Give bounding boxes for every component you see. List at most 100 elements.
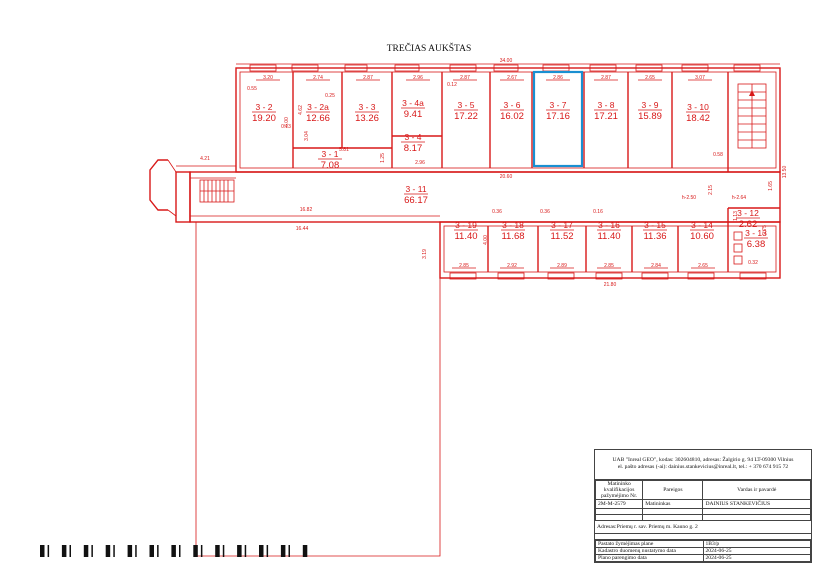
meta-label: Kadastro duomenų nustatymo data — [595, 547, 704, 555]
dimension-misc-9: 3.04 — [304, 131, 310, 141]
header-position: Pareigos — [642, 480, 704, 500]
dimension-top-4: 2.96 — [413, 75, 423, 81]
room-area-3-4a: 9.41 — [404, 109, 423, 120]
misc-dimensions: 4.210.550.250.124.626.005.812.963.040.13… — [200, 82, 788, 266]
header-name: Vardas ir pavardė — [702, 480, 811, 500]
dimension-misc-15: 0.16 — [593, 209, 603, 215]
meta-label: Plano parengimo data — [595, 554, 704, 562]
barcode-bar — [135, 545, 137, 557]
room-area-3-15: 11.36 — [643, 231, 666, 242]
dimension-top-2: 2.74 — [313, 75, 323, 81]
barcode-bar — [280, 545, 286, 557]
dimension-misc-17: 4.00 — [483, 235, 489, 245]
bottom-windows — [449, 272, 767, 280]
dimension-left-corridor-bottom: 16.44 — [296, 226, 309, 232]
dimension-bottom-1: 2.85 — [459, 263, 469, 269]
room-id-3-1: 3 - 1 — [321, 149, 338, 159]
room-area-3-5: 17.22 — [454, 111, 478, 122]
meta-value: 2024-06-25 — [702, 547, 811, 555]
dimension-misc-5: 4.62 — [298, 105, 304, 115]
dimension-top-6: 2.67 — [507, 75, 517, 81]
dimension-misc-19: 13.50 — [782, 166, 788, 179]
company-line: UAB "Inreal GEO", kodas: 302604810, adre… — [612, 457, 794, 463]
dimension-corridor: 20.60 — [500, 174, 513, 180]
barcode-bar — [179, 545, 181, 557]
dimension-bottom-6: 2.65 — [698, 263, 708, 269]
dimension-top-10: 3.07 — [695, 75, 705, 81]
toilet-fixtures — [733, 231, 743, 265]
staircase-upper-right — [737, 83, 767, 149]
name-value: DAINIUS STANKEVIČIUS — [702, 499, 811, 509]
barcode-bar — [149, 545, 154, 557]
barcode-bar — [47, 545, 50, 557]
barcode-bar — [200, 545, 203, 557]
room-id-3-17: 3 - 17 — [551, 220, 573, 230]
top-windows — [249, 64, 761, 72]
room-area-3-14: 10.60 — [690, 231, 714, 242]
room-id-3-13: 3 - 13 — [745, 228, 767, 238]
room-area-3-3: 13.26 — [355, 113, 379, 124]
room-area-3-2: 19.20 — [252, 113, 276, 124]
dimension-misc-11: 1.25 — [380, 153, 386, 163]
dimension-misc-3: 0.25 — [325, 93, 335, 99]
room-area-3-7: 17.16 — [546, 111, 570, 122]
dimension-bottom-5: 2.84 — [651, 263, 661, 269]
barcode-bar — [193, 545, 198, 557]
meta-value: 2024-06-25 — [702, 554, 811, 562]
room-id-3-15: 3 - 15 — [644, 220, 666, 230]
room-id-3-3: 3 - 3 — [358, 102, 375, 112]
title-block: UAB "Inreal GEO", kodas: 302604810, adre… — [594, 449, 812, 563]
room-id-3-6: 3 - 6 — [503, 100, 520, 110]
barcode-bar — [113, 545, 115, 557]
room-area-3-9: 15.89 — [638, 111, 662, 122]
staircase-left — [175, 171, 235, 223]
lower-block-inner-wall — [443, 225, 777, 273]
dimension-misc-4: 0.12 — [447, 82, 457, 88]
barcode-bar — [288, 545, 290, 557]
room-id-3-4a: 3 - 4a — [402, 98, 424, 108]
dimension-bottom-2: 2.92 — [507, 263, 517, 269]
company-info: UAB "Inreal GEO", kodas: 302604810, adre… — [595, 450, 811, 480]
dimension-misc-6: 6.00 — [284, 117, 290, 127]
room-id-3-2: 3 - 2 — [255, 102, 272, 112]
room-id-3-7: 3 - 7 — [549, 100, 566, 110]
barcode-bar — [105, 545, 111, 557]
dimension-total-bottom: 21.80 — [604, 282, 617, 288]
barcode-bar — [215, 545, 220, 557]
cert-number: 2M-M-2579 — [595, 499, 644, 509]
spacer — [595, 534, 811, 540]
dimension-top-5: 2.87 — [460, 75, 470, 81]
highlighted-room-3-7[interactable] — [532, 70, 584, 168]
room-area-3-1: 7.08 — [321, 160, 340, 171]
room-area-3-18: 11.68 — [501, 231, 524, 242]
room-id-3-14: 3 - 14 — [691, 220, 713, 230]
barcode-bar — [40, 545, 45, 557]
site-boundary-line — [195, 222, 441, 557]
dimension-misc-23: h-2.50 — [682, 195, 696, 201]
lower-block-wall — [439, 221, 781, 279]
room-area-3-10: 18.42 — [686, 113, 710, 124]
room-area-3-16: 11.40 — [597, 231, 620, 242]
room-area-3-8: 17.21 — [594, 111, 618, 122]
room-id-3-4: 3 - 4 — [404, 132, 421, 142]
dimension-bottom-3: 2.89 — [557, 263, 567, 269]
room-id-3-10: 3 - 10 — [687, 102, 709, 112]
dimension-misc-8: 2.96 — [415, 160, 425, 166]
surveyor-table: Matininko kvalifikacijos pažymėjimo Nr. … — [595, 480, 811, 521]
lower-room-partitions — [487, 207, 780, 272]
meta-value: 1B3/p — [702, 540, 811, 548]
dimension-top-8: 2.87 — [601, 75, 611, 81]
barcode-bar — [222, 545, 225, 557]
room-id-3-8: 3 - 8 — [597, 100, 614, 110]
room-id-3-12: 3 - 12 — [737, 208, 759, 218]
barcode-bar — [83, 545, 89, 557]
dimension-misc-20: 1.13 — [733, 211, 739, 221]
dimension-misc-18: 1.65 — [768, 181, 774, 191]
barcode-bar — [171, 545, 176, 557]
entrance-porch — [149, 159, 236, 217]
dimension-misc-1: 4.21 — [200, 156, 210, 162]
